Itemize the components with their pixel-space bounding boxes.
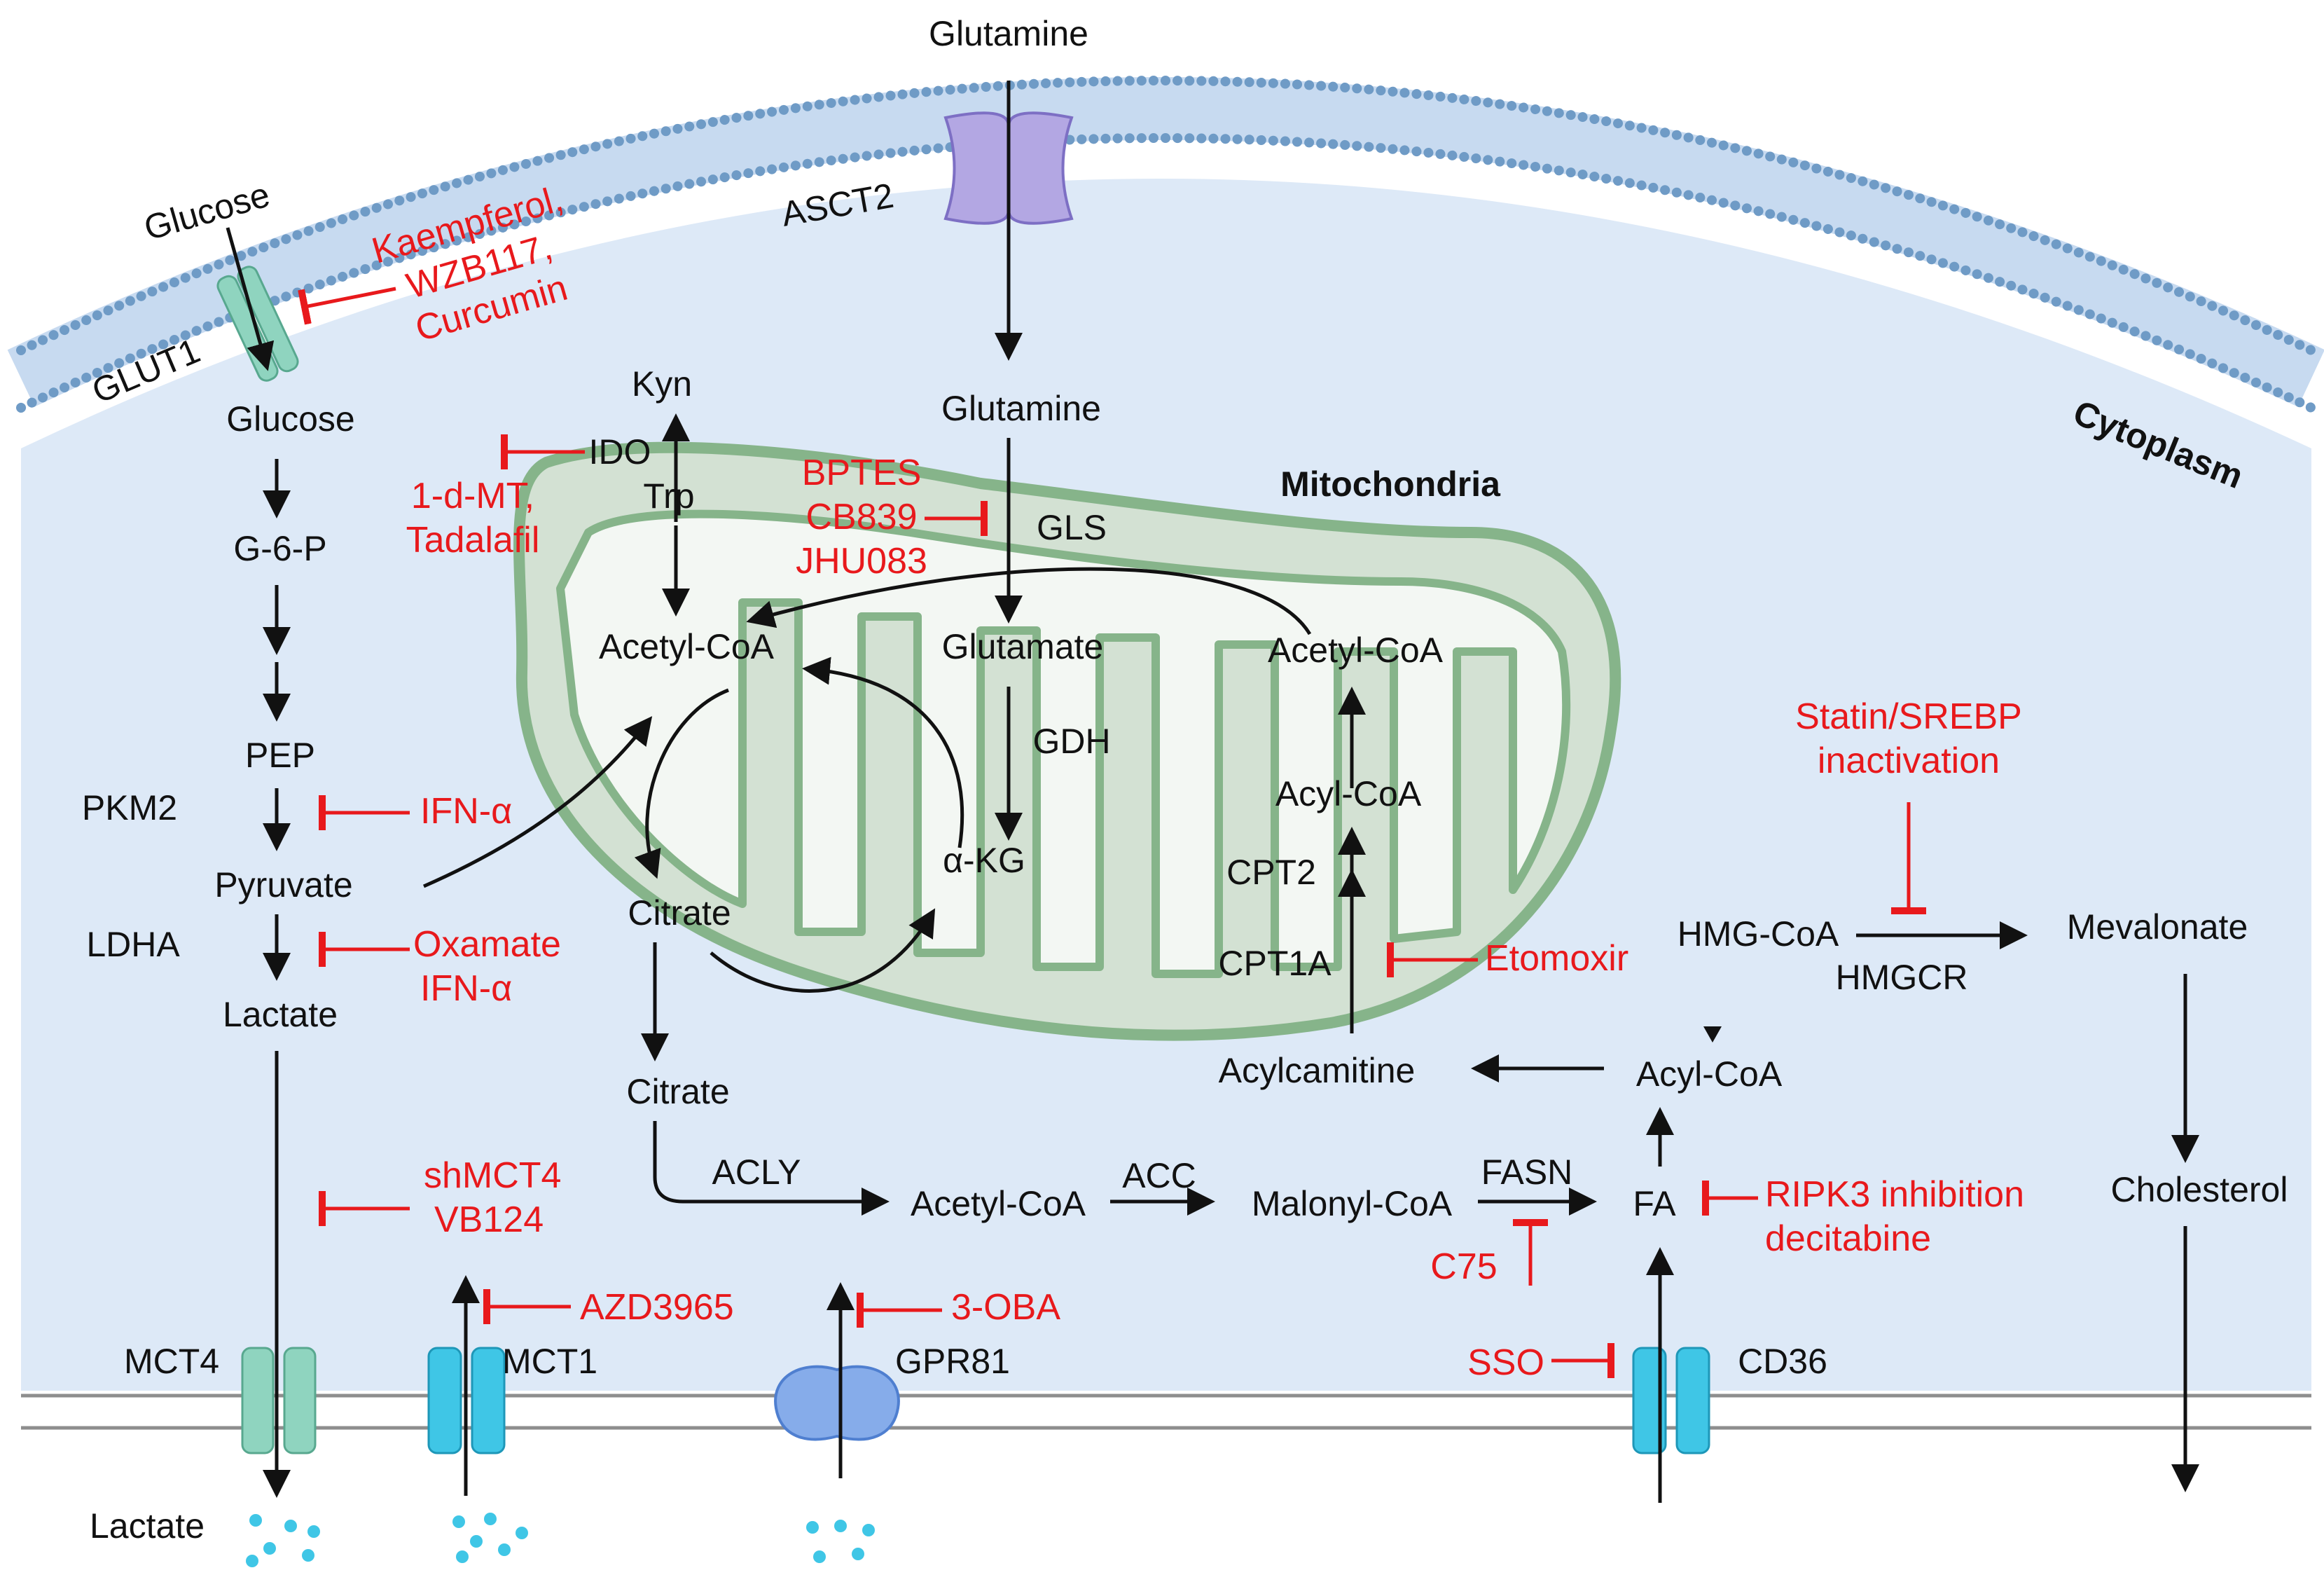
fa-inhibitor-1: RIPK3 inhibition — [1765, 1174, 2024, 1215]
metabolite-labels: Glutamine ASCT2 Glucose GLUT1 Cytoplasm … — [82, 14, 2288, 1546]
glutamine-out-label: Glutamine — [929, 14, 1088, 53]
mitochondria-label: Mitochondria — [1280, 465, 1501, 504]
cholesterol-label: Cholesterol — [2111, 1170, 2288, 1209]
ido-label: IDO — [589, 432, 651, 472]
akg-label: α-KG — [943, 841, 1025, 880]
ldha-inhibitor-2: IFN-α — [420, 968, 512, 1009]
hmgcr-label: HMGCR — [1836, 958, 1968, 997]
gpr81-receptor — [774, 1365, 900, 1441]
fasn-inhibitor: C75 — [1430, 1246, 1497, 1287]
gpr81-label: GPR81 — [895, 1342, 1010, 1381]
trp-label: Trp — [643, 476, 694, 516]
pep-label: PEP — [245, 736, 315, 775]
hmgcoa-label: HMG-CoA — [1678, 914, 1839, 954]
inhibition-lines — [298, 287, 1926, 1378]
acly-label: ACLY — [712, 1153, 801, 1192]
ido-inhibitor-1: 1-d-MT, — [411, 476, 534, 516]
glucose-in-label: Glucose — [226, 399, 354, 439]
mct4-inhibitor-1: shMCT4 — [424, 1155, 561, 1196]
arrowhead-small — [1703, 1026, 1722, 1043]
plasma-membrane-bottom — [21, 1394, 2311, 1430]
ido-inhibitor-2: Tadalafil — [406, 520, 540, 560]
fasn-label: FASN — [1481, 1153, 1573, 1192]
pathway-arrows — [226, 81, 2199, 1503]
cpt1a-inhibitor: Etomoxir — [1485, 938, 1628, 979]
malonylcoa-label: Malonyl-CoA — [1252, 1184, 1453, 1223]
lactate-in-label: Lactate — [223, 995, 338, 1034]
cd36-transporter — [1632, 1347, 1710, 1454]
mct1-inhibitor: AZD3965 — [580, 1287, 734, 1328]
hmgcr-inhibitor-2: inactivation — [1818, 741, 2000, 781]
mct1-label: MCT1 — [502, 1342, 597, 1381]
acetylcoa-mito-right-label: Acetyl-CoA — [1268, 631, 1444, 670]
cd36-label: CD36 — [1738, 1342, 1827, 1381]
glutamate-label: Glutamate — [942, 627, 1104, 666]
pyruvate-label: Pyruvate — [214, 865, 352, 904]
inhibitor-labels: Kaempferol, WZB117, Curcumin 1-d-MT, Tad… — [368, 179, 2024, 1383]
asct2-transporter — [943, 111, 1074, 225]
gls-label: GLS — [1037, 508, 1107, 547]
gls-inhibitor-2: CB839 — [806, 497, 918, 537]
mevalonate-label: Mevalonate — [2067, 907, 2248, 947]
extracellular-lactate-dots — [246, 1513, 875, 1567]
mct1-transporter — [427, 1347, 506, 1454]
ldha-label: LDHA — [86, 925, 180, 964]
glucose-out-label: Glucose — [139, 174, 274, 247]
mct4-transporter — [241, 1347, 317, 1454]
fa-inhibitor-2: decitabine — [1765, 1218, 1931, 1259]
gpr81-inhibitor: 3-OBA — [951, 1287, 1060, 1328]
gls-inhibitor-1: BPTES — [802, 453, 922, 493]
cpt1a-label: CPT1A — [1218, 944, 1332, 983]
acylcarnitine-label: Acylcamitine — [1219, 1051, 1416, 1090]
acylcoa-mito-label: Acyl-CoA — [1275, 774, 1422, 813]
gls-inhibitor-3: JHU083 — [796, 541, 927, 582]
acylcoa-cyto-label: Acyl-CoA — [1636, 1054, 1783, 1094]
acc-label: ACC — [1122, 1156, 1196, 1195]
hmgcr-inhibitor-1: Statin/SREBP — [1795, 696, 2022, 737]
citrate-cyto-label: Citrate — [626, 1072, 729, 1111]
cpt2-label: CPT2 — [1226, 853, 1316, 892]
fa-label: FA — [1633, 1184, 1676, 1223]
gdh-label: GDH — [1032, 722, 1110, 761]
ldha-inhibitor-1: Oxamate — [413, 924, 561, 965]
citrate-mito-label: Citrate — [628, 893, 731, 933]
mct4-inhibitor-2: VB124 — [434, 1199, 544, 1240]
g6p-label: G-6-P — [233, 529, 326, 568]
cd36-inhibitor: SSO — [1467, 1342, 1544, 1383]
pkm2-label: PKM2 — [82, 788, 177, 827]
cell-membrane-curved — [7, 76, 2324, 413]
lactate-out-label: Lactate — [90, 1506, 205, 1546]
pkm2-inhibitor: IFN-α — [420, 791, 512, 832]
kyn-label: Kyn — [632, 364, 692, 404]
acetylcoa-cyto-label: Acetyl-CoA — [911, 1184, 1086, 1223]
acetylcoa-mito-left-label: Acetyl-CoA — [599, 627, 775, 666]
glutamine-in-label: Glutamine — [941, 389, 1101, 428]
mct4-label: MCT4 — [124, 1342, 219, 1381]
